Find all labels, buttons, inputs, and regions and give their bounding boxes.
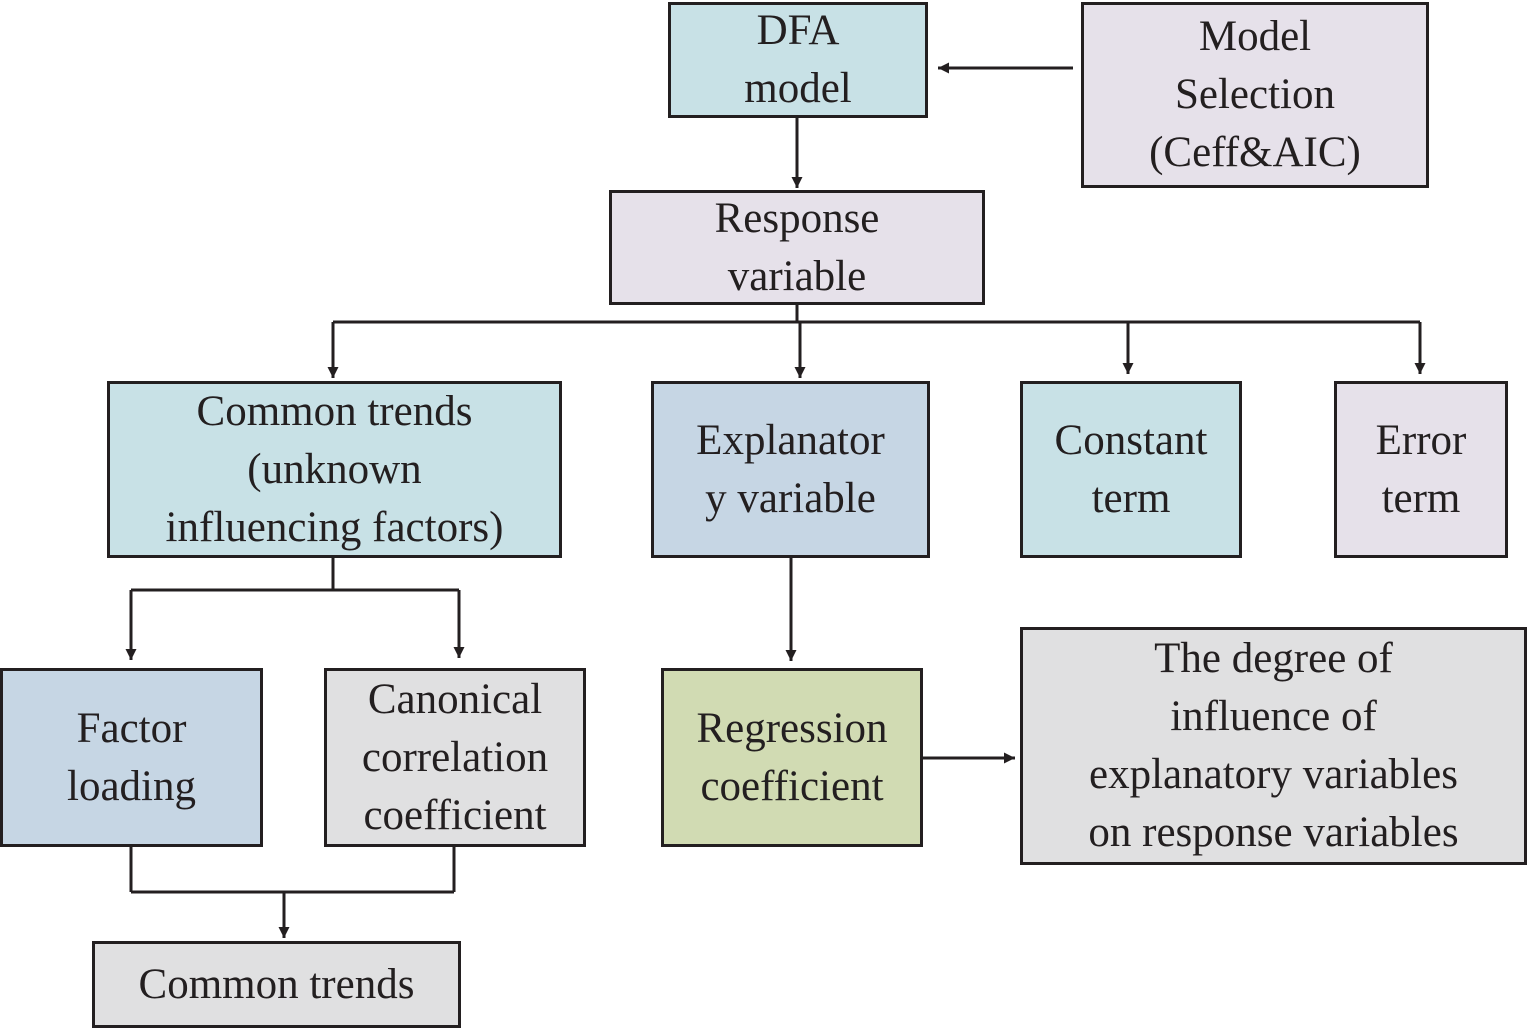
common-trends-result-label: Common trends (138, 960, 415, 1008)
common-trends-unknown-label: Common trends (unknown influencing facto… (165, 387, 504, 551)
error-term-box: Error term (1334, 381, 1508, 558)
canonical-correlation-label: Canonical correlation coefficient (361, 675, 549, 839)
constant-term-label: Constant term (1054, 416, 1208, 522)
regression-coefficient-box: Regression coefficient (661, 668, 923, 847)
model-selection-label: Model Selection (Ceff&AIC) (1149, 13, 1361, 176)
dfa-model-label: DFA model (744, 7, 852, 112)
response-variable-box: Response variable (609, 190, 985, 305)
factor-loading-label: Factor loading (67, 704, 196, 810)
response-variable-label: Response variable (714, 194, 880, 300)
factor-loading-box: Factor loading (0, 668, 263, 847)
canonical-correlation-box: Canonical correlation coefficient (324, 668, 586, 847)
common-trends-unknown-box: Common trends (unknown influencing facto… (107, 381, 562, 558)
dfa-model-box: DFA model (668, 2, 928, 118)
constant-term-box: Constant term (1020, 381, 1242, 558)
error-term-label: Error term (1375, 416, 1467, 522)
common-trends-result-box: Common trends (92, 941, 461, 1028)
regression-coefficient-label: Regression coefficient (696, 704, 888, 810)
explanatory-variable-box: Explanator y variable (651, 381, 930, 558)
degree-of-influence-box: The degree of influence of explanatory v… (1020, 627, 1527, 865)
model-selection-box: Model Selection (Ceff&AIC) (1081, 2, 1429, 188)
explanatory-variable-label: Explanator y variable (696, 416, 885, 522)
degree-of-influence-label: The degree of influence of explanatory v… (1088, 635, 1459, 856)
